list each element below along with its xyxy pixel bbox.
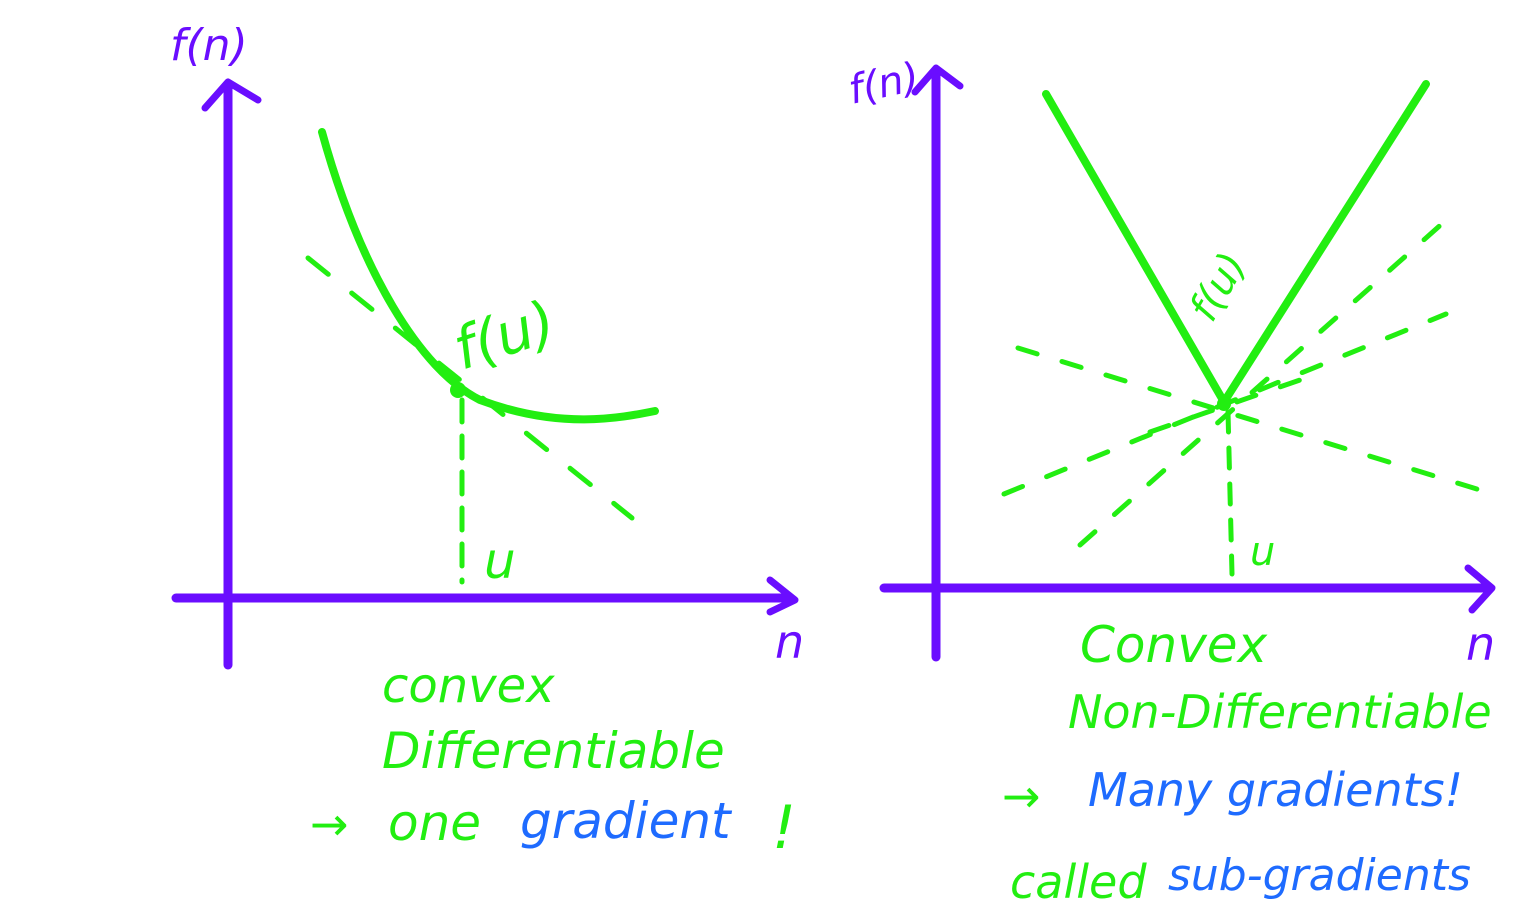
left-caption-differentiable: Differentiable (382, 722, 725, 780)
left-caption-one: one (388, 794, 481, 852)
left-point-u (450, 382, 466, 398)
right-caption-arrow: → (1002, 769, 1041, 823)
right-subgradient-lines (1001, 219, 1483, 548)
right-caption-non-differentiable: Non-Differentiable (1068, 685, 1492, 739)
right-caption-sub-gradients: sub-gradients (1168, 850, 1471, 901)
right-panel: f(n) n f(u) u Convex Non-Differentiable … (845, 54, 1496, 909)
right-point-label: f(u) (1181, 245, 1256, 329)
right-u-label: u (1250, 529, 1275, 575)
left-y-axis-label: f(n) (170, 20, 248, 71)
right-caption-called: called (1010, 855, 1147, 909)
left-caption-arrow: → (310, 797, 349, 851)
right-caption-convex: Convex (1080, 616, 1268, 674)
left-x-axis-label: n (775, 615, 804, 669)
left-caption-exclaim: ! (772, 793, 796, 863)
right-caption-many-gradients: Many gradients! (1088, 763, 1463, 817)
right-v-function (1042, 80, 1430, 406)
right-x-axis-label: n (1466, 617, 1495, 671)
left-panel: f(n) n f(u) u convex Differentiable → on… (170, 20, 804, 863)
left-u-label: u (484, 532, 516, 590)
right-y-axis-arrowhead (911, 64, 964, 96)
right-y-axis-label: f(n) (845, 54, 924, 114)
left-caption-gradient: gradient (520, 792, 733, 850)
right-drop-line (1225, 409, 1235, 577)
left-caption-convex: convex (382, 658, 555, 714)
left-point-label: f(u) (445, 287, 563, 383)
right-x-axis-arrowhead (1464, 564, 1496, 614)
left-convex-curve (318, 128, 659, 424)
left-y-axis-arrowhead (201, 78, 262, 112)
subgradient-line-1 (1077, 219, 1447, 548)
subgradient-line-2 (1001, 311, 1449, 497)
subgradient-line-3 (1015, 345, 1483, 493)
left-tangent-line (305, 255, 635, 521)
left-x-axis-arrowhead (766, 576, 799, 616)
